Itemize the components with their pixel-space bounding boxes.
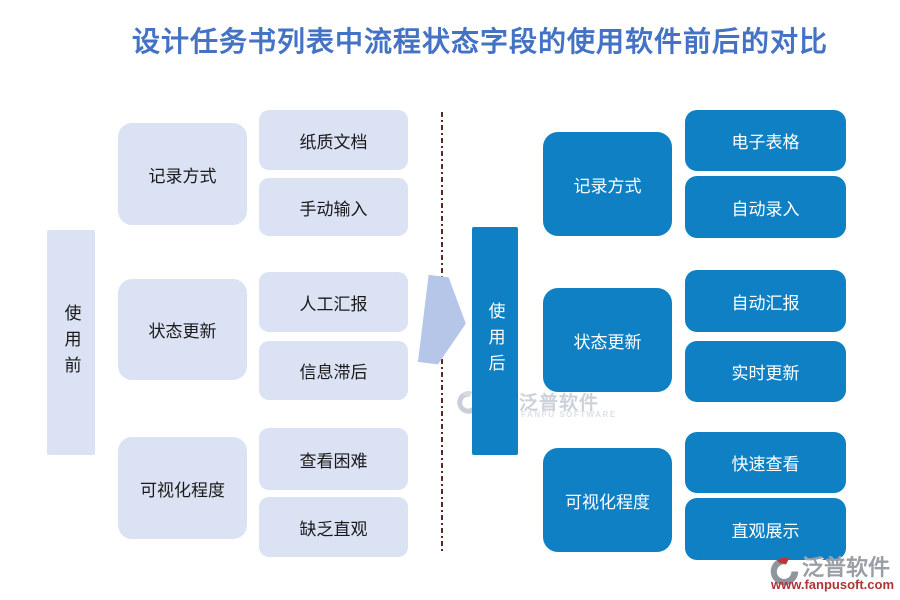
watermark-corner-url: www.fanpusoft.com [771, 577, 895, 592]
before-category-visualization: 可视化程度 [118, 437, 247, 539]
after-item-spreadsheet: 电子表格 [685, 110, 846, 171]
after-label-bar: 使用后 [472, 227, 518, 455]
after-item-auto-report: 自动汇报 [685, 270, 846, 332]
before-item-hard-to-view: 查看困难 [259, 428, 408, 490]
after-item-auto-entry: 自动录入 [685, 176, 846, 238]
before-item-manual-input: 手动输入 [259, 178, 408, 236]
page-title: 设计任务书列表中流程状态字段的使用软件前后的对比 [131, 26, 828, 57]
fanpu-logo-icon [770, 557, 799, 586]
after-item-realtime-update: 实时更新 [685, 341, 846, 402]
before-category-status-update: 状态更新 [118, 279, 247, 380]
after-category-visualization: 可视化程度 [543, 448, 672, 552]
watermark-center-brand: 泛普软件 [519, 393, 600, 414]
after-item-intuitive-display: 直观展示 [685, 498, 846, 560]
before-item-info-lag: 信息滞后 [259, 341, 408, 400]
before-category-recording: 记录方式 [118, 123, 247, 225]
watermark-corner-brand: 泛普软件 [802, 555, 891, 580]
before-item-not-intuitive: 缺乏直观 [259, 497, 408, 557]
before-label-bar: 使用前 [47, 230, 95, 455]
after-item-quick-view: 快速查看 [685, 432, 846, 493]
after-category-recording: 记录方式 [543, 132, 672, 236]
before-item-manual-report: 人工汇报 [259, 272, 408, 332]
before-item-paper-docs: 纸质文档 [259, 110, 408, 170]
after-category-status-update: 状态更新 [543, 288, 672, 392]
watermark-center-subtitle: FANPU SOFTWARE [521, 410, 617, 419]
transition-arrow-icon [418, 275, 471, 368]
